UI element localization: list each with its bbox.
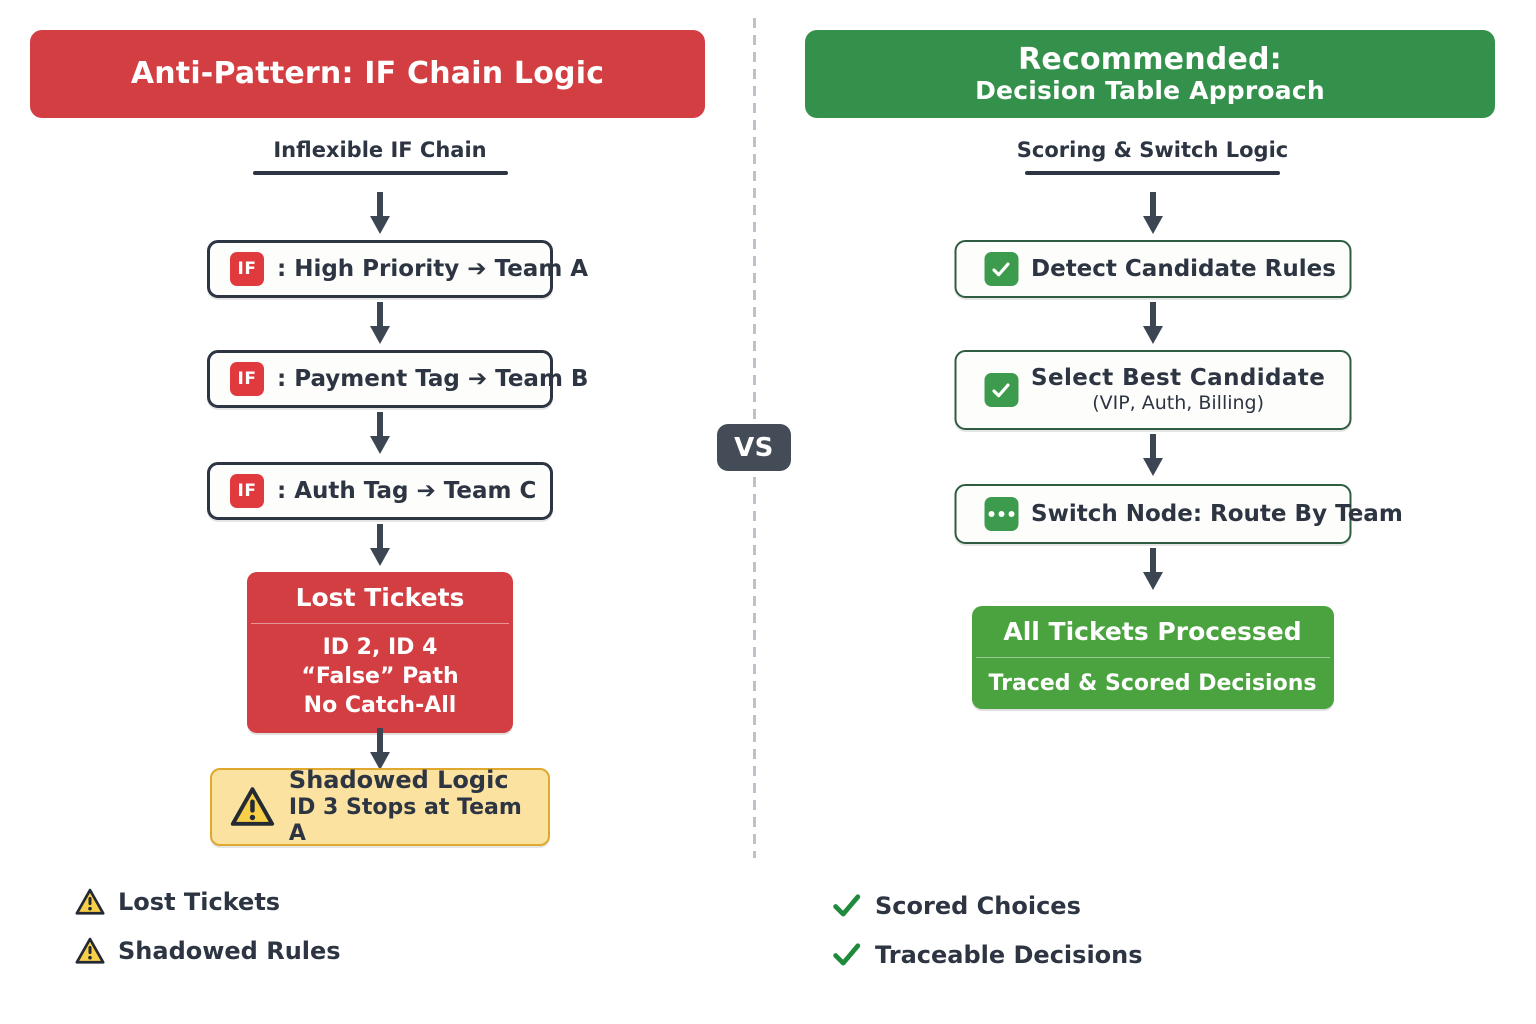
arrow-right-3 <box>1140 548 1166 592</box>
lost-tickets-divider <box>251 623 509 624</box>
right-subhead-label: Scoring & Switch Logic <box>1016 138 1289 162</box>
if-badge-label: IF <box>237 481 257 501</box>
step-label-switch-node: Switch Node: Route By Team <box>1031 501 1403 527</box>
arrow-left-1 <box>367 302 393 346</box>
all-tickets-processed-card: All Tickets Processed Traced & Scored De… <box>971 606 1334 710</box>
legend-label: Shadowed Rules <box>118 937 341 965</box>
right-subhead: Scoring & Switch Logic <box>800 138 1505 175</box>
arrow-right-0 <box>1140 192 1166 236</box>
left-legend: Lost Tickets Shadowed Rules <box>75 888 341 965</box>
if-badge-icon: IF <box>230 362 264 396</box>
step-node-select-best-candidate[interactable]: Select Best Candidate (VIP, Auth, Billin… <box>954 350 1351 430</box>
anti-pattern-banner-title: Anti-Pattern: IF Chain Logic <box>130 56 605 92</box>
if-node-1-label: : High Priority ➔ Team A <box>277 256 589 282</box>
arrow-left-0 <box>367 192 393 236</box>
arrow-right-2 <box>1140 434 1166 478</box>
legend-label: Scored Choices <box>875 892 1081 920</box>
dots-square-icon <box>984 497 1018 531</box>
step-node-detect-candidate-rules[interactable]: Detect Candidate Rules <box>954 240 1351 298</box>
dots-glyph <box>988 511 1014 517</box>
lost-tickets-title: Lost Tickets <box>295 583 465 612</box>
legend-item-traceable-decisions: Traceable Decisions <box>832 941 1143 969</box>
check-icon <box>833 894 861 917</box>
step-label-sub: (VIP, Auth, Billing) <box>1092 392 1265 415</box>
legend-label: Lost Tickets <box>118 888 281 916</box>
lost-tickets-line-3: No Catch-All <box>303 693 457 719</box>
step-label-detect-candidate-rules: Detect Candidate Rules <box>1031 256 1336 282</box>
all-tickets-title: All Tickets Processed <box>1003 617 1302 646</box>
lost-tickets-line-1: ID 2, ID 4 <box>322 635 438 660</box>
anti-pattern-column: Anti-Pattern: IF Chain Logic Inflexible … <box>30 0 730 1024</box>
anti-pattern-banner: Anti-Pattern: IF Chain Logic <box>30 30 705 118</box>
all-tickets-subtitle: Traced & Scored Decisions <box>988 671 1317 696</box>
step-label-sub: Route By Team <box>1210 501 1403 527</box>
warning-triangle-icon <box>75 937 105 964</box>
if-node-2-label: : Payment Tag ➔ Team B <box>277 366 589 392</box>
legend-item-shadowed-rules: Shadowed Rules <box>75 937 341 965</box>
shadowed-logic-line-2: ID 3 Stops at Team A <box>288 795 522 847</box>
if-badge-icon: IF <box>230 252 264 286</box>
shadowed-logic-card: Shadowed Logic ID 3 Stops at Team A <box>210 766 550 848</box>
recommended-banner-title: Recommended: <box>1018 42 1282 78</box>
left-subhead-label: Inflexible IF Chain <box>273 138 487 162</box>
right-subhead-rule <box>1025 171 1280 175</box>
warning-triangle-icon <box>75 888 105 915</box>
recommended-column: Recommended: Decision Table Approach Sco… <box>800 0 1505 1024</box>
left-subhead-rule <box>252 171 508 175</box>
legend-label: Traceable Decisions <box>875 941 1143 969</box>
recommended-banner: Recommended: Decision Table Approach <box>805 30 1495 118</box>
left-subhead: Inflexible IF Chain <box>30 138 730 175</box>
right-legend: Scored Choices Traceable Decisions <box>832 892 1143 969</box>
check-square-icon <box>984 373 1018 407</box>
arrow-left-2 <box>367 412 393 456</box>
if-node-2[interactable]: IF : Payment Tag ➔ Team B <box>207 350 588 408</box>
if-badge-label: IF <box>237 259 257 279</box>
vs-badge: VS <box>717 424 791 471</box>
if-node-3[interactable]: IF : Auth Tag ➔ Team C <box>207 462 553 520</box>
step-node-switch-route-by-team[interactable]: Switch Node: Route By Team <box>954 484 1403 544</box>
step-label-main: Switch Node: <box>1031 501 1203 527</box>
lost-tickets-body: ID 2, ID 4 “False” Path No Catch-All <box>247 624 513 733</box>
shadowed-logic-line-1: Shadowed Logic <box>288 766 509 795</box>
lost-tickets-line-2: “False” Path <box>301 664 459 690</box>
if-badge-label: IF <box>237 369 257 389</box>
if-badge-icon: IF <box>230 474 264 508</box>
arrow-left-3 <box>367 524 393 568</box>
if-node-3-label: : Auth Tag ➔ Team C <box>277 478 537 504</box>
check-icon <box>833 943 861 966</box>
check-square-icon <box>984 252 1018 286</box>
arrow-left-4 <box>367 728 393 772</box>
warning-triangle-icon <box>230 787 275 826</box>
all-tickets-divider <box>975 657 1330 658</box>
lost-tickets-card: Lost Tickets ID 2, ID 4 “False” Path No … <box>247 572 513 734</box>
if-node-1[interactable]: IF : High Priority ➔ Team A <box>207 240 588 298</box>
legend-item-scored-choices: Scored Choices <box>832 892 1143 920</box>
recommended-banner-subtitle: Decision Table Approach <box>975 75 1325 105</box>
step-label-main: Select Best Candidate <box>1031 365 1326 392</box>
step-label-select-best-candidate: Select Best Candidate (VIP, Auth, Billin… <box>1031 365 1325 415</box>
shadowed-logic-text: Shadowed Logic ID 3 Stops at Team A <box>289 766 530 848</box>
legend-item-lost-tickets: Lost Tickets <box>75 888 341 916</box>
arrow-right-1 <box>1140 302 1166 346</box>
